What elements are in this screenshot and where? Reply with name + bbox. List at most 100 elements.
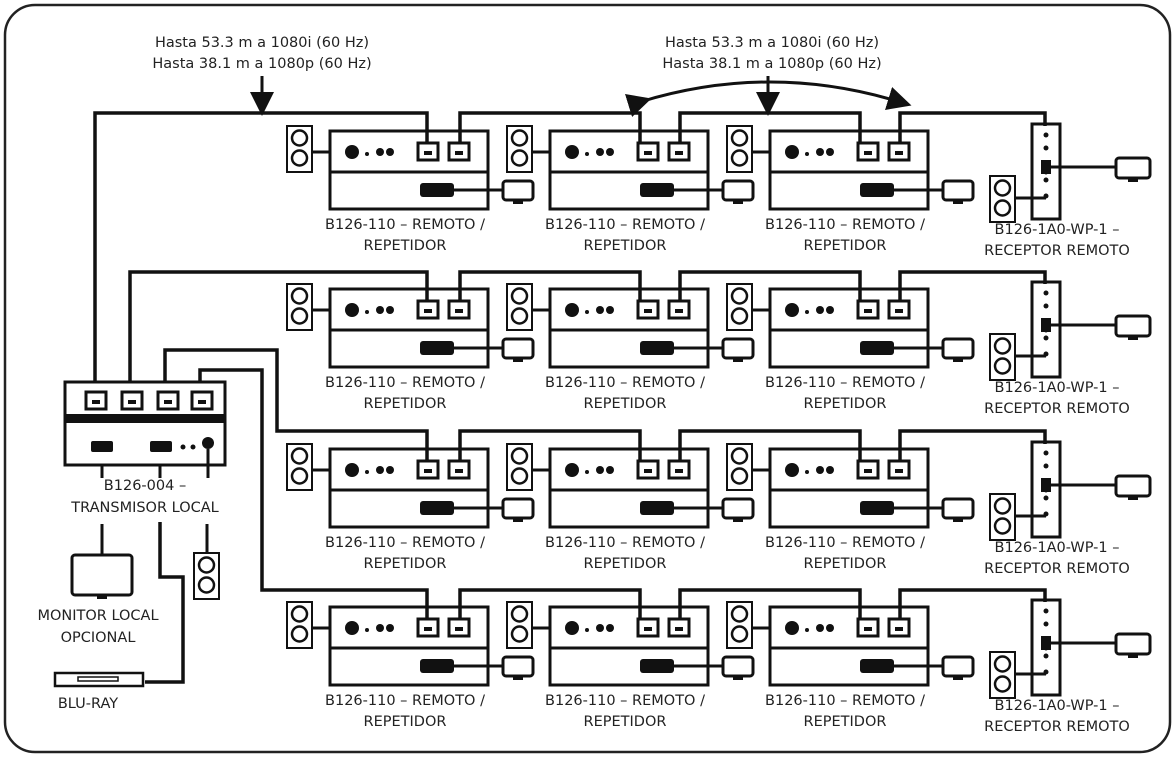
socket	[993, 675, 1012, 693]
power-outlet-icon	[286, 283, 313, 331]
hdmi-port-icon	[640, 659, 674, 673]
monitor-icon	[941, 497, 975, 522]
power-jack-icon	[565, 621, 579, 635]
rj45-port-icon	[856, 459, 880, 480]
socket	[993, 179, 1012, 197]
rj45-port-icon	[84, 390, 108, 411]
monitor-stand	[733, 358, 743, 362]
cat-cable	[458, 111, 642, 143]
power-jack-icon	[785, 303, 799, 317]
cat-cable	[678, 270, 862, 301]
monitor-screen	[501, 655, 535, 678]
led-icon	[805, 628, 809, 632]
connector-dot	[1043, 303, 1049, 309]
rj45-port-icon	[447, 459, 471, 480]
monitor-screen	[1114, 474, 1152, 498]
hdmi-port-icon	[860, 501, 894, 515]
rj45-port-icon	[447, 617, 471, 638]
bluray-icon	[53, 671, 145, 688]
hdmi-port-icon	[860, 341, 894, 355]
cat-cable-row-1	[93, 111, 429, 392]
socket	[290, 149, 309, 167]
port-latch	[864, 151, 872, 155]
port-latch	[424, 627, 432, 631]
hdmi-port-icon	[640, 341, 674, 355]
rj45-port-icon	[667, 299, 691, 320]
rj45-port-icon	[190, 390, 214, 411]
receiver-unit: B126-1A0-WP-1 –RECEPTOR REMOTO	[984, 598, 1152, 735]
hdmi-port-icon	[640, 501, 674, 515]
socket	[510, 129, 529, 147]
led-icon	[816, 466, 824, 474]
port-latch	[675, 627, 683, 631]
connector-dot	[1043, 132, 1049, 138]
socket	[510, 605, 529, 623]
rj45-port-icon	[887, 459, 911, 480]
repeater-unit: B126-110 – REMOTO /REPETIDOR	[286, 125, 535, 254]
port-latch	[895, 469, 903, 473]
port-latch	[675, 469, 683, 473]
repeater-unit: B126-110 – REMOTO /REPETIDOR	[506, 443, 755, 572]
bluray-label: BLU-RAY	[58, 696, 118, 712]
led-icon	[376, 148, 384, 156]
socket	[993, 357, 1012, 375]
monitor-icon	[70, 553, 134, 599]
led-icon	[386, 306, 394, 314]
power-jack-icon	[202, 437, 214, 449]
monitor-icon	[1114, 474, 1152, 500]
socket	[510, 447, 529, 465]
monitor-stand	[513, 200, 523, 204]
cat-cable-row-4	[198, 368, 429, 619]
port-latch	[198, 400, 206, 404]
led-icon	[585, 628, 589, 632]
receiver-unit: B126-1A0-WP-1 –RECEPTOR REMOTO	[984, 440, 1152, 577]
monitor-screen	[1114, 314, 1152, 338]
connector-dot	[1043, 621, 1049, 627]
socket	[510, 287, 529, 305]
monitor-stand	[513, 676, 523, 680]
monitor-screen	[941, 179, 975, 202]
repeater-label: B126-110 – REMOTO /	[325, 375, 485, 391]
rj45-port-icon	[447, 141, 471, 162]
power-jack-icon	[785, 463, 799, 477]
led-icon	[805, 310, 809, 314]
led-icon	[596, 148, 604, 156]
rj45-port-icon	[636, 459, 660, 480]
port-latch	[164, 400, 172, 404]
transmitter-label: B126-004 –	[104, 478, 186, 494]
hdmi-port-icon	[1041, 478, 1051, 492]
monitor-stand	[513, 358, 523, 362]
hdmi-port-icon	[1041, 318, 1051, 332]
power-jack-icon	[565, 303, 579, 317]
led-icon	[376, 466, 384, 474]
power-outlet-icon	[506, 443, 533, 491]
port-latch	[455, 469, 463, 473]
rj45-port-icon	[416, 617, 440, 638]
socket	[993, 655, 1012, 673]
socket	[290, 287, 309, 305]
led-icon	[585, 310, 589, 314]
repeater-label: B126-110 – REMOTO /	[545, 535, 705, 551]
monitor-stand	[513, 518, 523, 522]
port-latch	[424, 309, 432, 313]
rj45-port-icon	[667, 141, 691, 162]
repeater-unit: B126-110 – REMOTO /REPETIDOR	[286, 443, 535, 572]
monitor-screen	[501, 497, 535, 520]
socket	[993, 497, 1012, 515]
local-monitor-label: OPCIONAL	[61, 630, 136, 646]
rj45-port-icon	[887, 141, 911, 162]
disc-slot	[77, 676, 119, 682]
hdmi-port-icon	[1041, 160, 1051, 174]
port-latch	[644, 627, 652, 631]
monitor-icon	[721, 497, 755, 522]
monitor-icon	[941, 655, 975, 680]
socket	[510, 625, 529, 643]
port-latch	[675, 309, 683, 313]
distance-note-line: Hasta 38.1 m a 1080p (60 Hz)	[152, 56, 371, 72]
port-latch	[128, 400, 136, 404]
led-icon	[376, 306, 384, 314]
repeater-label: B126-110 – REMOTO /	[765, 375, 925, 391]
monitor-stand	[1128, 496, 1138, 500]
